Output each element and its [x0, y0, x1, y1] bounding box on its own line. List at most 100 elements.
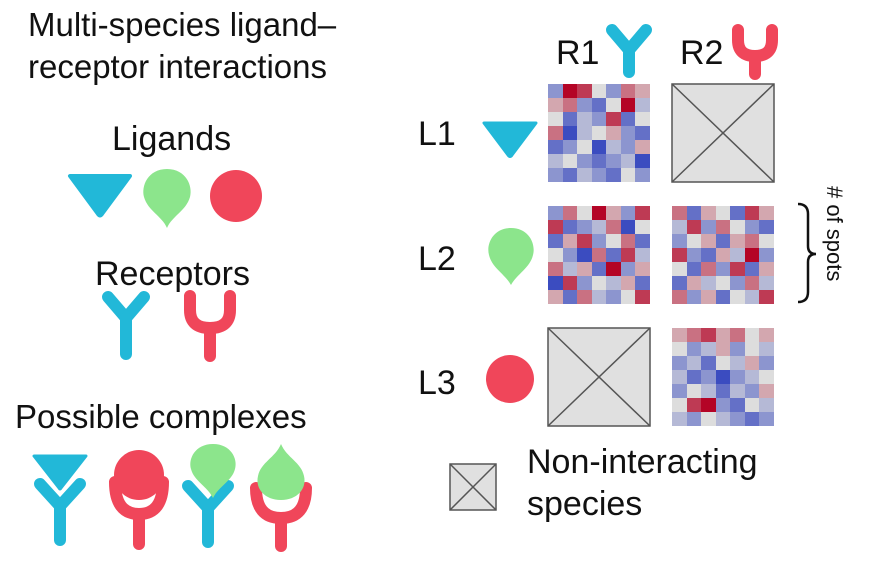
heatmap-cell [701, 276, 716, 290]
heatmap-cell [606, 290, 621, 304]
heatmap-cell [730, 220, 745, 234]
non-interacting-cell-l1r2 [671, 83, 775, 183]
non-interacting-cell-l3r1 [547, 327, 651, 427]
heatmap-cell [686, 290, 702, 304]
title-line-2: receptor interactions [28, 48, 327, 85]
ligand-triangle-icon [68, 174, 132, 218]
heatmap-l2-r1 [548, 206, 650, 304]
heatmap-cell [591, 248, 607, 262]
heatmap-cell [686, 206, 702, 220]
heatmap-cell [672, 342, 687, 356]
heatmap-cell [635, 140, 650, 154]
heatmap-cell [591, 262, 607, 276]
heatmap-cell [701, 220, 716, 234]
heatmap-cell [759, 220, 774, 234]
heatmap-cell [577, 126, 592, 140]
heatmap-cell [672, 412, 687, 426]
heatmap-cell [701, 370, 716, 384]
heatmap-cell [672, 220, 687, 234]
legend-non-interacting-swatch [449, 463, 497, 511]
heatmap-cell [606, 206, 621, 220]
heatmap-cell [606, 126, 621, 140]
heatmap-cell [730, 276, 745, 290]
heatmap-l3-r2 [672, 328, 774, 426]
heatmap-cell [548, 126, 563, 140]
heatmap-cell [672, 248, 687, 262]
spots-axis-label: # of spots [822, 186, 847, 282]
heatmap-cell [562, 206, 578, 220]
heatmap-cell [730, 290, 745, 304]
heatmap-cell [591, 220, 607, 234]
heatmap-cell [562, 262, 578, 276]
heatmap-cell [715, 262, 731, 276]
heatmap-cell [701, 206, 716, 220]
heatmap-cell [686, 248, 702, 262]
complex-teardrop-icon [190, 444, 236, 498]
heatmap-cell [562, 234, 578, 248]
heatmap-cell [577, 276, 592, 290]
heatmap-cell [715, 290, 731, 304]
heatmap-cell [730, 328, 745, 342]
complex-red-receptor-icon [109, 476, 169, 550]
heatmap-cell [577, 84, 592, 98]
complex-triangle-icon [32, 454, 88, 491]
heatmap-cell [672, 206, 687, 220]
heatmap-cell [620, 290, 636, 304]
heatmap-cell [672, 290, 687, 304]
heatmap-cell [635, 154, 650, 168]
heatmap-cell [759, 342, 774, 356]
heatmap-cell [577, 248, 592, 262]
heatmap-cell [730, 234, 745, 248]
heatmap-cell [744, 220, 760, 234]
heatmap-cell [744, 206, 760, 220]
heatmap-cell [715, 398, 731, 412]
complex-red-receptor-2-icon [250, 482, 312, 552]
heatmap-cell [701, 412, 716, 426]
heatmap-cell [672, 398, 687, 412]
heatmap-cell [730, 412, 745, 426]
heatmap-cell [715, 370, 731, 384]
heatmap-cell [562, 248, 578, 262]
heatmap-cell [562, 168, 578, 182]
heatmap-cell [672, 370, 687, 384]
heatmap-cell [620, 168, 636, 182]
spots-brace [797, 202, 817, 304]
heatmap-cell [606, 234, 621, 248]
heatmap-cell [686, 398, 702, 412]
heatmap-cell [577, 290, 592, 304]
heatmap-cell [548, 248, 563, 262]
heatmap-cell [759, 290, 774, 304]
heatmap-cell [562, 290, 578, 304]
heatmap-cell [635, 112, 650, 126]
heatmap-cell [577, 220, 592, 234]
heatmap-cell [759, 398, 774, 412]
heatmap-cell [577, 154, 592, 168]
heatmap-cell [686, 384, 702, 398]
heatmap-cell [591, 290, 607, 304]
heatmap-cell [635, 234, 650, 248]
heatmap-cell [701, 342, 716, 356]
heatmap-cell [744, 384, 760, 398]
heatmap-cell [548, 112, 563, 126]
heatmap-cell [562, 276, 578, 290]
heatmap-cell [672, 384, 687, 398]
heatmap-cell [591, 234, 607, 248]
heatmap-cell [715, 248, 731, 262]
l3-circle-icon [486, 355, 534, 403]
heatmap-cell [701, 234, 716, 248]
heatmap-cell [548, 290, 563, 304]
heatmap-cell [701, 356, 716, 370]
heatmap-cell [686, 262, 702, 276]
heatmap-cell [686, 328, 702, 342]
heatmap-cell [744, 356, 760, 370]
heatmap-cell [759, 328, 774, 342]
heatmap-cell [701, 384, 716, 398]
heatmap-cell [635, 262, 650, 276]
heatmap-l1-r1 [548, 84, 650, 182]
heatmap-cell [620, 126, 636, 140]
complex-circle-icon [114, 450, 164, 500]
ligands-heading: Ligands [112, 120, 232, 158]
heatmap-cell [715, 412, 731, 426]
heatmap-cell [730, 342, 745, 356]
heatmap-cell [715, 342, 731, 356]
